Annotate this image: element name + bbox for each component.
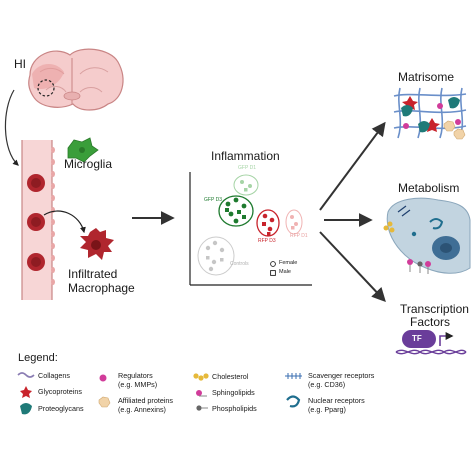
legend-phospholipids: Phospholipids: [212, 404, 257, 413]
cluster-label-gfp-d3: GFP D3: [204, 197, 222, 203]
legend-proteoglycans: Proteoglycans: [38, 404, 84, 413]
collagen-icon: [17, 372, 35, 378]
legend-icons: [17, 372, 302, 415]
legend-affiliated-sub: (e.g. Annexins): [118, 405, 166, 414]
scavenger-receptor-icon: [285, 373, 302, 379]
label-hi: HI: [14, 57, 26, 71]
brain-section: [28, 48, 124, 111]
scatter-legend-male: Male: [279, 269, 291, 275]
macrophage-icon: [80, 228, 114, 260]
cluster-label-gfp-d1: GFP D1: [238, 165, 256, 171]
tf-label: TF: [412, 334, 422, 343]
label-metabolism: Metabolism: [398, 181, 460, 195]
label-inflammation: Inflammation: [211, 149, 280, 163]
legend-nuclear-sub: (e.g. Pparg): [308, 405, 346, 414]
legend-collagens: Collagens: [38, 371, 70, 380]
cluster-label-controls: Controls: [230, 261, 249, 267]
proteoglycan-icon: [20, 403, 32, 415]
arrow-to-matrisome: [319, 121, 386, 211]
legend-scavenger-sub: (e.g. CD36): [308, 380, 346, 389]
label-transcription: Transcription: [400, 302, 469, 316]
label-macrophage: Macrophage: [68, 281, 135, 295]
blood-vessel: [21, 140, 55, 300]
legend-female-symbol: [270, 261, 276, 267]
cluster-gfp-d3: [218, 195, 254, 227]
lipids-cluster: [407, 259, 431, 274]
cluster-label-rfp-d3: RFP D3: [258, 238, 276, 244]
nuclear-receptor-icon: [286, 395, 301, 408]
sphingolipid-icon: [196, 390, 207, 397]
label-factors: Factors: [410, 315, 451, 329]
cholesterol-icon: [193, 373, 209, 381]
label-infiltrated: Infiltrated: [68, 267, 118, 281]
matrisome-illustration: [393, 87, 467, 140]
arrow-hi-to-vessel: [4, 89, 19, 166]
legend-regulators-sub: (e.g. MMPs): [118, 380, 158, 389]
transcription-factor-illustration: [395, 330, 467, 355]
cluster-rfp-d3-red: [256, 209, 280, 237]
cluster-label-rfp-d1: RFP D1: [290, 233, 308, 239]
legend-sphingolipids: Sphingolipids: [212, 388, 255, 397]
cluster-controls: [197, 236, 235, 276]
legend-regulators: Regulators: [118, 371, 153, 380]
cluster-rfp-d1: [285, 209, 303, 235]
legend-affiliated: Affiliated proteins: [118, 396, 174, 405]
metabolism-cell: [383, 197, 471, 274]
affiliated-protein-icon: [98, 396, 111, 408]
tf-box: [402, 330, 436, 348]
glycoprotein-legend-icon: [20, 386, 32, 398]
arrow-to-transcription: [319, 231, 386, 303]
pca-scatter: [189, 172, 312, 286]
label-microglia: Microglia: [64, 157, 113, 171]
legend-cholesterol: Cholesterol: [212, 372, 249, 381]
scatter-legend-female: Female: [279, 260, 298, 266]
legend-nuclear: Nuclear receptors: [308, 396, 365, 405]
cluster-gfp-d1: [233, 174, 259, 196]
lesion-circle: [37, 79, 55, 97]
legend-scavenger: Scavenger receptors: [308, 371, 375, 380]
regulator-icon: [99, 374, 107, 382]
legend-male-symbol: [270, 270, 276, 276]
legend-title: Legend:: [18, 352, 58, 364]
arrow-extravasation: [43, 210, 86, 234]
phospholipid-icon: [196, 405, 208, 411]
label-matrisome: Matrisome: [398, 70, 455, 84]
legend-glycoproteins: Glycoproteins: [38, 387, 82, 396]
